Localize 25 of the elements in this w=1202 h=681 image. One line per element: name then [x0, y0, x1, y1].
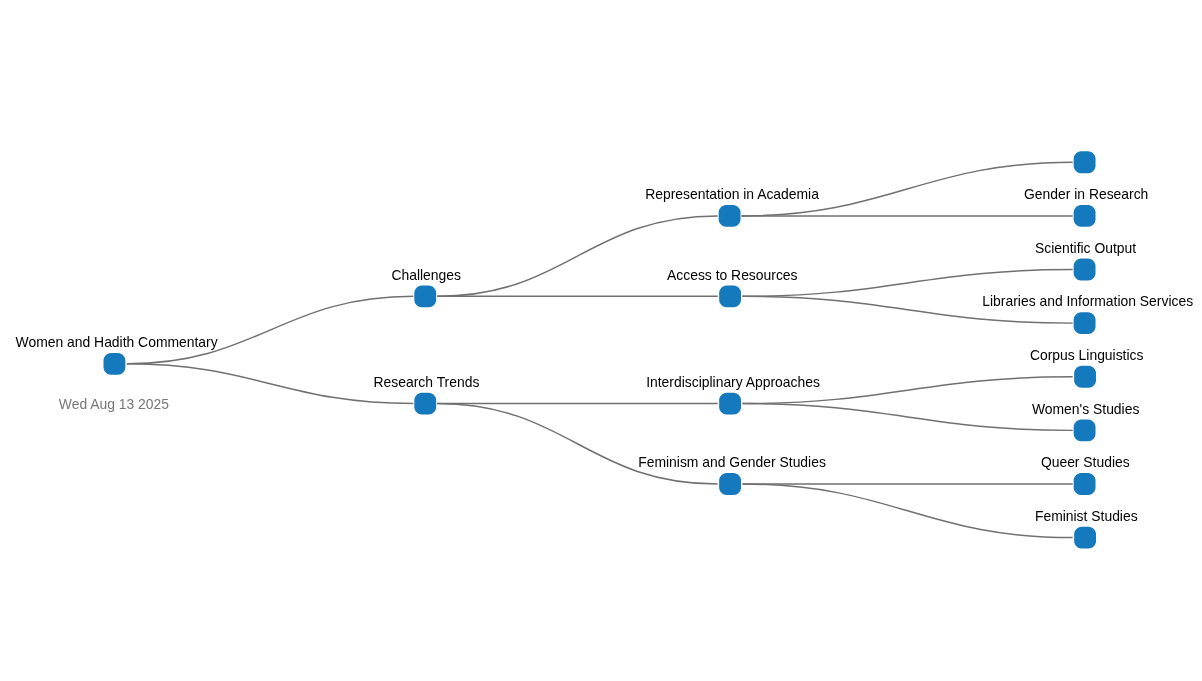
node-label: Challenges	[391, 266, 461, 283]
connector	[741, 482, 1074, 538]
connector	[126, 362, 415, 404]
connector	[741, 402, 1074, 431]
node-label: Research Trends	[373, 373, 480, 390]
node-label: Libraries and Information Services	[982, 292, 1194, 309]
label: Wed Aug 13 2025	[58, 395, 170, 412]
connector	[741, 295, 1074, 324]
node-label: Women's Studies	[1031, 400, 1140, 417]
connector	[436, 214, 719, 297]
connector	[740, 214, 1074, 217]
node-label: Gender in Research	[1024, 185, 1149, 202]
connector	[436, 295, 719, 297]
node-label: Interdisciplinary Approaches	[646, 373, 820, 390]
node-label: Scientific Output	[1034, 239, 1137, 256]
node-label: Women and Hadith Commentary	[15, 333, 218, 350]
node-circle	[1073, 150, 1096, 173]
connector	[436, 402, 719, 485]
node-label: Feminism and Gender Studies	[638, 453, 826, 470]
node-label: Queer Studies	[1040, 453, 1130, 470]
node-label: Representation in Academia	[645, 185, 819, 202]
node-label: Access to Resources	[667, 266, 798, 283]
node-label: Feminist Studies	[1034, 507, 1138, 524]
node-label: Corpus Linguistics	[1029, 346, 1144, 363]
connector	[740, 161, 1074, 217]
